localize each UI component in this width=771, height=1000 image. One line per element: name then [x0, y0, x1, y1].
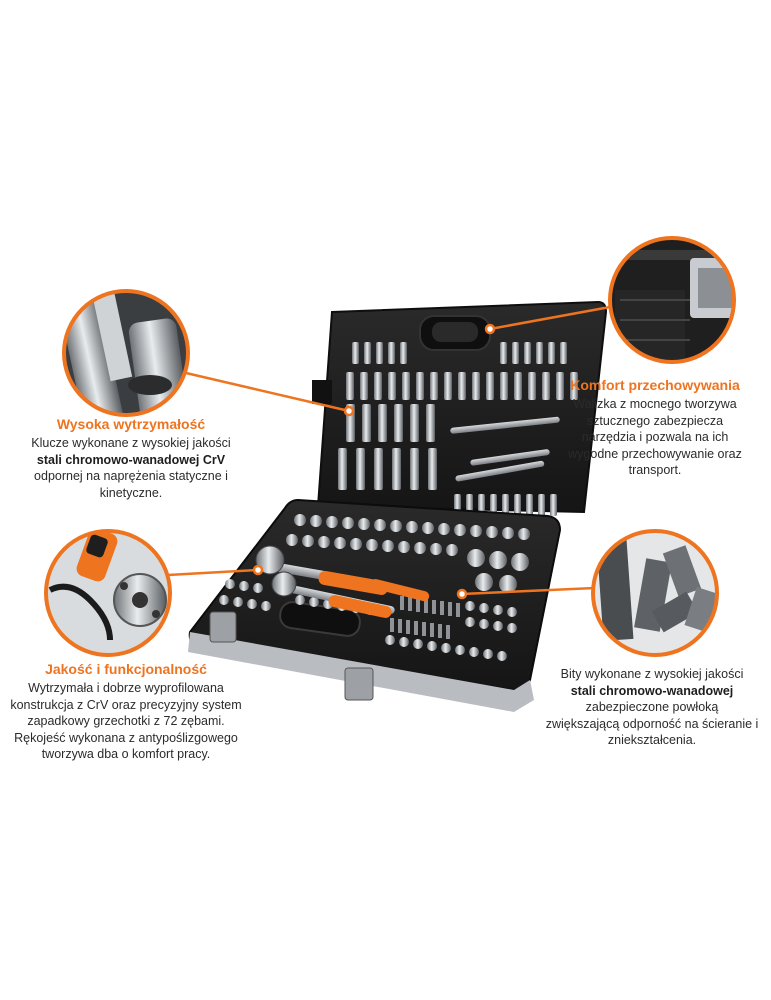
- feature-quality-line3: zapadkowy grzechotki z 72 zębami.: [27, 714, 225, 728]
- feature-bits-line1: Bity wykonane z wysokiej jakości: [560, 667, 744, 681]
- feature-strength: Wysoka wytrzymałość Klucze wykonane z wy…: [8, 415, 254, 501]
- feature-quality-line2: konstrukcja z CrV oraz precyzyjny system: [10, 697, 242, 712]
- feature-storage-line3: narzędzia i pozwala na ich: [581, 430, 729, 444]
- feature-storage-line4: wygodne przechowywanie oraz: [568, 446, 742, 461]
- feature-strength-title: Wysoka wytrzymałość: [56, 416, 206, 432]
- feature-quality-line4: Rękojeść wykonana z antypoślizgowego: [14, 730, 238, 745]
- feature-storage-title: Komfort przechowywania: [570, 377, 740, 393]
- feature-strength-line1: Klucze wykonane z wysokiej jakości: [31, 436, 231, 450]
- callout-dot: [252, 323, 496, 600]
- socket-closeup: [62, 289, 190, 417]
- case-latch-closeup: [608, 236, 736, 364]
- feature-quality-title: Jakość i funkcjonalność: [45, 661, 207, 677]
- feature-strength-line2: odpornej na naprężenia statyczne i: [34, 469, 228, 483]
- feature-storage-line5: transport.: [628, 463, 682, 477]
- feature-bits-line3: zwiększającą odporność na ścieranie i: [545, 716, 759, 731]
- feature-strength-bold: stali chromowo-wanadowej CrV: [36, 452, 226, 467]
- feature-quality: Jakość i funkcjonalność Wytrzymała i dob…: [4, 660, 248, 763]
- callout-line: [167, 305, 611, 596]
- feature-bits-line4: zniekształcenia.: [607, 733, 697, 747]
- feature-strength-line3: kinetyczne.: [99, 485, 163, 500]
- bits-closeup: [591, 529, 719, 657]
- toolbox-image: [188, 300, 608, 712]
- ratchet-closeup: [44, 529, 172, 657]
- feature-storage-line2: sztucznego zabezpiecza: [586, 413, 724, 428]
- feature-quality-line1: Wytrzymała i dobrze wyprofilowana: [28, 681, 224, 695]
- feature-bits-line2: zabezpieczone powłoką: [585, 700, 719, 714]
- feature-bits-bold: stali chromowo-wanadowej: [570, 683, 734, 698]
- feature-storage-line1: Walizka z mocnego tworzywa: [573, 397, 737, 411]
- feature-bits: Bity wykonane z wysokiej jakości stali c…: [536, 666, 768, 749]
- feature-quality-line5: tworzywa dba o komfort pracy.: [41, 747, 211, 761]
- feature-storage: Komfort przechowywania Walizka z mocnego…: [540, 376, 770, 479]
